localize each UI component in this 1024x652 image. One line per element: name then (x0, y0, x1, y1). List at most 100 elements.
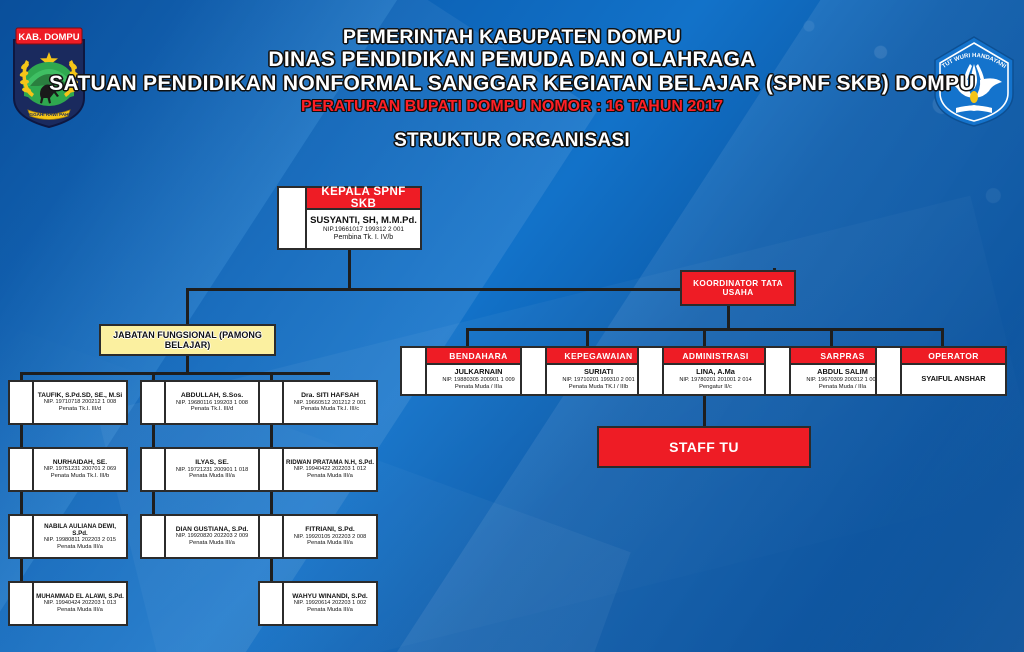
tu-title: SARPRAS (791, 348, 894, 365)
node-fungsional-c1-r1[interactable]: TAUFIK, S.Pd.SD, SE., M.Si NIP. 19710718… (8, 380, 128, 425)
person-rank: Penata Muda Tk.I. III/c (300, 406, 360, 413)
tu-nip: NIP. 19880305 200901 1 009 (442, 376, 515, 383)
connector-col1-link (20, 559, 23, 581)
person-rank: Penata Muda III/a (189, 540, 235, 547)
connector-col-drop (270, 372, 273, 380)
kepala-title: KEPALA SPNF SKB (307, 186, 420, 210)
connector-col-drop (152, 372, 155, 380)
connector-tu-drop (830, 328, 833, 348)
tu-rank: Penata Muda TK.I / IIIb (568, 383, 629, 390)
person-name: TAUFIK, S.Pd.SD, SE., M.Si (37, 391, 123, 399)
node-fungsional-c3-r2[interactable]: RIDWAN PRATAMA N.H, S.Pd. NIP. 19940422 … (258, 447, 378, 492)
person-nip: NIP. 19920614 202203 1 002 (293, 600, 367, 607)
tu-nip: NIP. 19710201 199310 2 001 (562, 376, 635, 383)
node-fungsional-c3-r3[interactable]: FITRIANI, S.Pd. NIP. 19920105 202203 2 0… (258, 514, 378, 559)
node-fungsional-c2-r3[interactable]: DIAN GUSTIANA, S.Pd. NIP. 19920820 20220… (140, 514, 260, 559)
person-name: WAHYU WINANDI, S.Pd. (292, 592, 368, 600)
node-jabatan-fungsional[interactable]: JABATAN FUNGSIONAL (PAMONG BELAJAR) (99, 324, 276, 356)
person-rank: Penata Muda III/a (189, 473, 235, 480)
tu-name: JULKARNAIN (454, 367, 503, 377)
connector-col-drop (20, 372, 23, 380)
tu-rank: Penata Muda / IIIa (818, 383, 867, 390)
photo-placeholder (260, 449, 284, 490)
connector-fungsional-down (186, 356, 189, 374)
connector-tu-drop (466, 328, 469, 348)
koordinator-title: KOORDINATOR TATA USAHA (693, 279, 783, 297)
poster-header: PEMERINTAH KABUPATEN DOMPU DINAS PENDIDI… (0, 26, 1024, 152)
node-fungsional-c2-r1[interactable]: ABDULLAH, S.Sos. NIP. 19680116 199203 1 … (140, 380, 260, 425)
person-rank: Penata Muda III/a (307, 472, 353, 479)
photo-placeholder (142, 382, 166, 423)
node-koordinator-tata-usaha[interactable]: KOORDINATOR TATA USAHA (680, 270, 796, 306)
node-tu-bendahara[interactable]: BENDAHARA JULKARNAIN NIP. 19880305 20090… (400, 346, 532, 396)
connector-col3-link (270, 559, 273, 581)
kepala-name: SUSYANTI, SH, M.M.Pd. (310, 214, 417, 226)
kepala-nip: NIP.19661017 199312 2 001 (323, 226, 404, 234)
node-fungsional-c3-r4[interactable]: WAHYU WINANDI, S.Pd. NIP. 19920614 20220… (258, 581, 378, 626)
person-nip: NIP. 19980811 202203 2 015 (44, 536, 116, 543)
person-rank: Penata Muda III/a (57, 606, 103, 613)
tu-title: BENDAHARA (427, 348, 530, 365)
connector-fungsional-bar (20, 372, 330, 375)
regulation-subtitle: PERATURAN BUPATI DOMPU NOMOR : 16 TAHUN … (301, 98, 723, 116)
node-fungsional-c1-r3[interactable]: NABILA AULIANA DEWI, S.Pd. NIP. 19980811… (8, 514, 128, 559)
tu-title: OPERATOR (902, 348, 1005, 365)
person-nip: NIP. 19710718 200212 1 008 (43, 399, 117, 406)
node-fungsional-c2-r2[interactable]: ILYAS, SE. NIP. 19721231 200901 1 018 Pe… (140, 447, 260, 492)
connector-tu-drop (941, 328, 944, 348)
tu-nip: NIP. 19670309 200312 1 001 (806, 376, 879, 383)
photo-placeholder (10, 583, 34, 624)
person-nip: NIP. 19940424 202203 1 013 (43, 600, 117, 607)
connector-kepala-down (348, 249, 351, 291)
node-tu-kepegawaian[interactable]: KEPEGAWAIAN SURIATI NIP. 19710201 199310… (520, 346, 652, 396)
node-fungsional-c1-r2[interactable]: NURHAIDAH, SE. NIP. 19751231 200701 2 06… (8, 447, 128, 492)
photo-placeholder (279, 188, 307, 248)
node-staff-tu[interactable]: STAFF TU (597, 426, 811, 468)
tu-name: SURIATI (583, 367, 613, 377)
node-fungsional-c3-r1[interactable]: Dra. SITI HAFSAH NIP. 19660512 201212 2 … (258, 380, 378, 425)
person-rank: Penata Tk.I. III/d (58, 406, 102, 413)
person-rank: Penata Muda III/a (307, 607, 353, 614)
photo-placeholder (10, 382, 34, 423)
connector-staff-tu (703, 396, 706, 426)
person-rank: Penata Tk.I. III/d (190, 406, 234, 413)
person-name: Dra. SITI HAFSAH (301, 391, 359, 399)
kepala-rank: Pembina Tk. I. IV/b (333, 234, 394, 242)
photo-placeholder (260, 382, 284, 423)
person-nip: NIP. 19680116 199203 1 008 (176, 399, 248, 406)
person-nip: NIP. 19920820 202203 2 009 (175, 533, 249, 540)
tu-nip: NIP. 19780201 201001 2 014 (679, 376, 752, 383)
node-fungsional-c1-r4[interactable]: MUHAMMAD EL ALAWI, S.Pd. NIP. 19940424 2… (8, 581, 128, 626)
connector-main-spine (186, 288, 776, 291)
node-tu-operator[interactable]: OPERATOR SYAIFUL ANSHAR (875, 346, 1007, 396)
header-line-1: PEMERINTAH KABUPATEN DOMPU (342, 26, 682, 48)
person-nip: NIP. 19721231 200901 1 018 (175, 466, 249, 473)
svg-text:NGGAHI RAWI PAHU: NGGAHI RAWI PAHU (26, 112, 72, 117)
staff-tu-title: STAFF TU (669, 439, 739, 455)
fungsional-title: JABATAN FUNGSIONAL (PAMONG BELAJAR) (113, 330, 262, 350)
photo-placeholder (877, 348, 902, 394)
kab-dompu-coat-of-arms-icon: KAB. DOMPU (8, 26, 90, 130)
connector-col3-link (270, 492, 273, 514)
background-streak (609, 170, 1024, 652)
photo-placeholder (260, 516, 284, 557)
tu-name: ABDUL SALIM (817, 367, 868, 377)
connector-col1-link (20, 492, 23, 514)
person-name: FITRIANI, S.Pd. (305, 525, 355, 533)
connector-koordinator-down (727, 306, 730, 330)
connector-col2-link (152, 492, 155, 514)
connector-col3-link (270, 425, 273, 447)
header-line-3: SATUAN PENDIDIKAN NONFORMAL SANGGAR KEGI… (49, 71, 975, 95)
svg-text:KAB. DOMPU: KAB. DOMPU (18, 32, 79, 43)
tu-title: ADMINISTRASI (664, 348, 767, 365)
photo-placeholder (260, 583, 284, 624)
tu-title: KEPEGAWAIAN (547, 348, 650, 365)
header-line-2: DINAS PENDIDIKAN PEMUDA DAN OLAHRAGA (268, 48, 756, 72)
node-kepala-spnf-skb[interactable]: KEPALA SPNF SKB SUSYANTI, SH, M.M.Pd. NI… (277, 186, 422, 250)
person-nip: NIP. 19920105 202203 2 008 (293, 533, 367, 540)
person-rank: Penata Muda III/a (57, 543, 103, 550)
photo-placeholder (522, 348, 547, 394)
node-tu-administrasi[interactable]: ADMINISTRASI LINA, A.Ma NIP. 19780201 20… (637, 346, 769, 396)
connector-tu-drop (586, 328, 589, 348)
